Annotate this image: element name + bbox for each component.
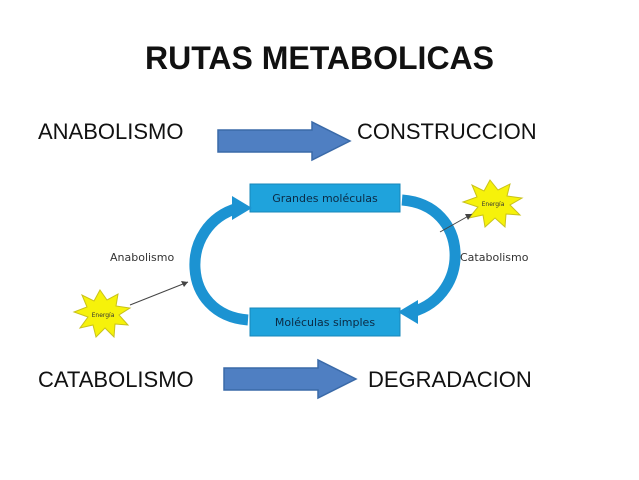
right-arrow-icon bbox=[223, 358, 358, 400]
moleculas-simples-box bbox=[249, 307, 401, 337]
catabolismo-term: CATABOLISMO bbox=[38, 367, 194, 392]
energy-in-arrowhead-icon bbox=[181, 281, 188, 287]
metabolic-cycle-diagram: Grandes moléculas Moléculas simples Anab… bbox=[72, 179, 529, 339]
grandes-moleculas-box bbox=[249, 183, 401, 213]
moleculas-simples-label: Moléculas simples bbox=[275, 316, 375, 329]
degradacion-meaning: DEGRADACION bbox=[368, 367, 532, 392]
energia-star-icon: Energía bbox=[461, 179, 524, 229]
energy-out-arrowhead-icon bbox=[465, 214, 472, 220]
grandes-moleculas-label: Grandes moléculas bbox=[272, 192, 378, 205]
catabolismo-curved-arrow bbox=[398, 194, 461, 324]
anabolismo-curved-arrow bbox=[189, 196, 252, 326]
energy-in-pointer bbox=[129, 281, 189, 306]
energia-star-icon: Energía bbox=[72, 289, 132, 339]
catabolismo-label: Catabolismo bbox=[460, 251, 529, 264]
anabolismo-term: ANABOLISMO bbox=[38, 119, 184, 144]
right-arrow-icon bbox=[217, 120, 352, 162]
page-title: RUTAS METABOLICAS bbox=[144, 40, 494, 76]
anabolismo-label: Anabolismo bbox=[110, 251, 175, 264]
energia-star-label: Energía bbox=[92, 312, 115, 319]
construccion-meaning: CONSTRUCCION bbox=[357, 119, 537, 144]
energia-star-label: Energía bbox=[482, 201, 505, 208]
